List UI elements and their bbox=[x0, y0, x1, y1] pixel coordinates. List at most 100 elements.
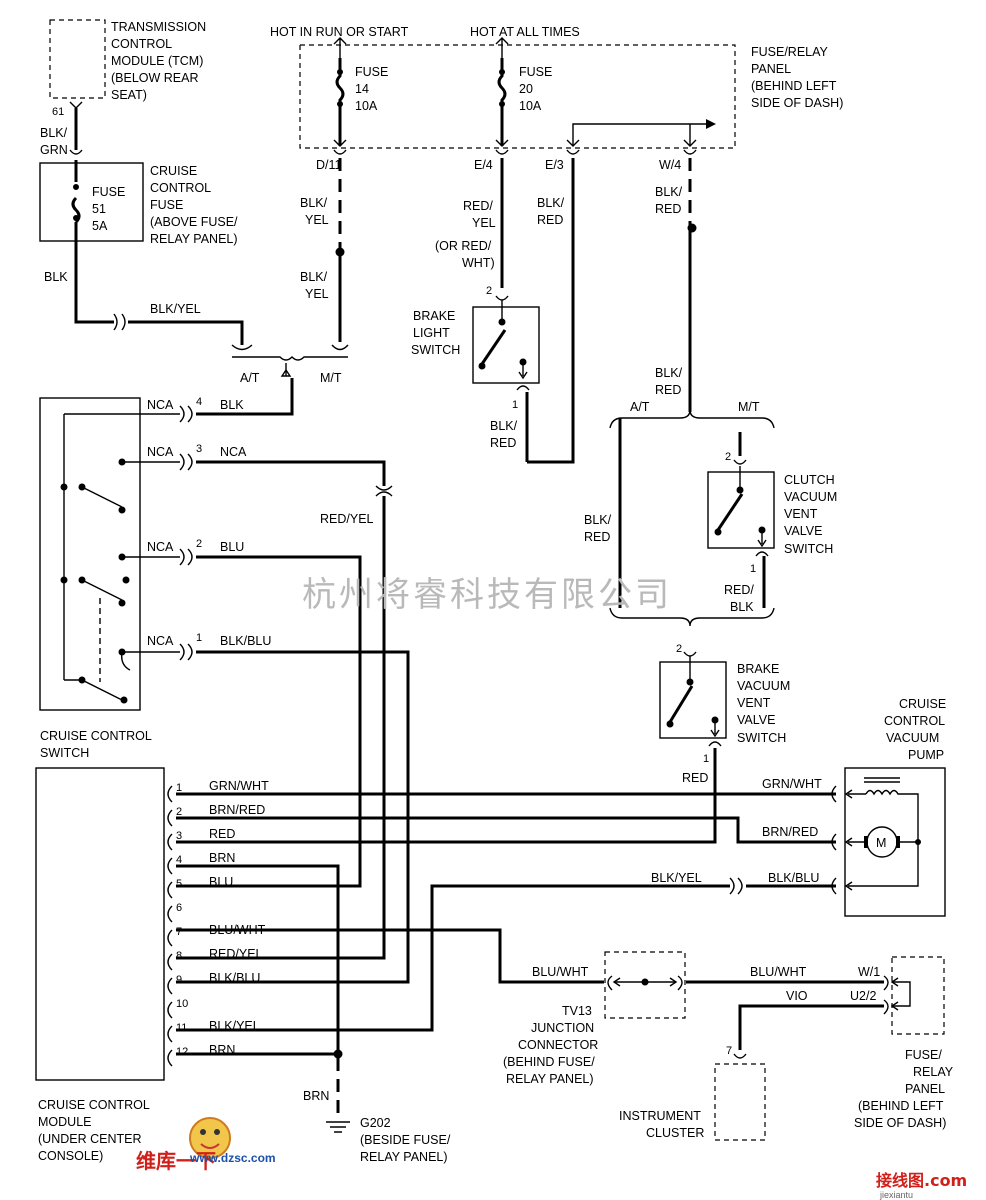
svg-text:BRN/RED: BRN/RED bbox=[762, 825, 818, 839]
svg-text:RED: RED bbox=[682, 771, 708, 785]
module-pin-connector bbox=[167, 929, 173, 947]
module-pin-number: 5 bbox=[176, 878, 182, 890]
svg-text:VACUUM: VACUUM bbox=[784, 490, 837, 504]
svg-text:SIDE OF DASH): SIDE OF DASH) bbox=[854, 1116, 946, 1130]
svg-text:VALVE: VALVE bbox=[737, 713, 775, 727]
svg-text:RED/: RED/ bbox=[724, 583, 754, 597]
svg-text:GRN/WHT: GRN/WHT bbox=[762, 777, 822, 791]
module-pin-connector bbox=[167, 953, 173, 971]
svg-text:2: 2 bbox=[196, 538, 202, 550]
module-pin-number: 9 bbox=[176, 974, 182, 986]
dzsc-logo: 维库一下 www.dzsc.com bbox=[136, 1117, 276, 1173]
clutch-vacuum-vent-valve-switch: CLUTCH VACUUM VENT VALVE SWITCH bbox=[707, 466, 837, 556]
svg-text:(BEHIND LEFT: (BEHIND LEFT bbox=[858, 1099, 944, 1113]
svg-text:SEAT): SEAT) bbox=[111, 88, 147, 102]
svg-text:VENT: VENT bbox=[737, 696, 771, 710]
svg-text:RED: RED bbox=[655, 383, 681, 397]
svg-text:NCA: NCA bbox=[147, 634, 174, 648]
cruise-control-module: CRUISE CONTROL MODULE (UNDER CENTER CONS… bbox=[35, 767, 165, 1163]
svg-text:BLK/: BLK/ bbox=[655, 185, 683, 199]
svg-text:MODULE (TCM): MODULE (TCM) bbox=[111, 54, 203, 68]
svg-text:BLK/YEL: BLK/YEL bbox=[150, 302, 201, 316]
brake-vacuum-vent-valve-switch: BRAKE VACUUM VENT VALVE SWITCH bbox=[659, 656, 790, 745]
cruise-control-fuse: FUSE 51 5A CRUISE CONTROL FUSE (ABOVE FU… bbox=[39, 160, 238, 246]
svg-text:2: 2 bbox=[676, 643, 682, 655]
svg-text:20: 20 bbox=[519, 82, 533, 96]
svg-text:10A: 10A bbox=[519, 99, 542, 113]
brake-light-switch: BRAKE LIGHT SWITCH bbox=[411, 300, 540, 384]
svg-text:CONSOLE): CONSOLE) bbox=[38, 1149, 103, 1163]
module-pin-number: 7 bbox=[176, 926, 182, 938]
module-pin-number: 2 bbox=[176, 806, 182, 818]
svg-text:CONTROL: CONTROL bbox=[884, 714, 945, 728]
svg-text:D/11: D/11 bbox=[316, 158, 342, 172]
svg-text:JUNCTION: JUNCTION bbox=[531, 1021, 594, 1035]
svg-text:RELAY PANEL): RELAY PANEL) bbox=[360, 1150, 448, 1164]
svg-text:1: 1 bbox=[512, 399, 518, 411]
switch-connector-labels: NCA 4 BLK NCA 3 NCA NCA 2 BLU NCA 1 BLK/… bbox=[147, 396, 271, 648]
svg-text:BLU: BLU bbox=[220, 540, 244, 554]
svg-text:M/T: M/T bbox=[738, 400, 760, 414]
svg-text:G202: G202 bbox=[360, 1116, 391, 1130]
fuse-relay-panel-2: W/1 U2/2 FUSE/ RELAY PANEL (BEHIND LEFT … bbox=[850, 956, 954, 1130]
svg-text:BLK/: BLK/ bbox=[490, 419, 518, 433]
module-pin-connector bbox=[167, 881, 173, 899]
module-pin-wire-color: GRN/WHT bbox=[209, 779, 269, 793]
svg-text:NCA: NCA bbox=[147, 445, 174, 459]
svg-text:SWITCH: SWITCH bbox=[737, 731, 786, 745]
svg-text:FUSE/: FUSE/ bbox=[905, 1048, 942, 1062]
svg-text:61: 61 bbox=[52, 106, 64, 118]
svg-text:VACUUM: VACUUM bbox=[886, 731, 939, 745]
ground-g202: G202 (BESIDE FUSE/ RELAY PANEL) bbox=[326, 1116, 451, 1164]
svg-text:NCA: NCA bbox=[220, 445, 247, 459]
svg-text:FUSE: FUSE bbox=[355, 65, 388, 79]
svg-text:2: 2 bbox=[725, 451, 731, 463]
svg-text:VIO: VIO bbox=[786, 989, 808, 1003]
svg-text:51: 51 bbox=[92, 202, 106, 216]
svg-text:BLK/: BLK/ bbox=[584, 513, 612, 527]
svg-text:CRUISE: CRUISE bbox=[899, 697, 946, 711]
svg-text:W/1: W/1 bbox=[858, 965, 880, 979]
svg-text:BLK: BLK bbox=[730, 600, 754, 614]
module-pin-number: 12 bbox=[176, 1046, 188, 1058]
svg-text:3: 3 bbox=[196, 443, 202, 455]
svg-text:CONTROL: CONTROL bbox=[150, 181, 211, 195]
svg-text:VACUUM: VACUUM bbox=[737, 679, 790, 693]
svg-text:NCA: NCA bbox=[147, 540, 174, 554]
svg-text:FUSE/RELAY: FUSE/RELAY bbox=[751, 45, 829, 59]
module-pin-number: 1 bbox=[176, 782, 182, 794]
svg-text:HOT AT ALL TIMES: HOT AT ALL TIMES bbox=[470, 25, 580, 39]
svg-text:1: 1 bbox=[703, 753, 709, 765]
module-pin-connector bbox=[167, 809, 173, 827]
svg-text:CRUISE: CRUISE bbox=[150, 164, 197, 178]
svg-text:RED: RED bbox=[584, 530, 610, 544]
fuse-20: FUSE 20 10A bbox=[495, 58, 552, 147]
module-pin-connector bbox=[167, 785, 173, 803]
svg-text:BLK/: BLK/ bbox=[40, 126, 68, 140]
module-pin-wire-color: BLK/BLU bbox=[209, 971, 260, 985]
svg-text:PANEL: PANEL bbox=[905, 1082, 945, 1096]
svg-text:HOT IN RUN OR START: HOT IN RUN OR START bbox=[270, 25, 409, 39]
jiexiantu-logo: 接线图.com jiexiantu bbox=[876, 1171, 967, 1200]
svg-text:SWITCH: SWITCH bbox=[784, 542, 833, 556]
svg-text:WHT): WHT) bbox=[462, 256, 495, 270]
svg-text:RED/: RED/ bbox=[463, 199, 493, 213]
module-pin-wire-color: RED bbox=[209, 827, 235, 841]
module-pin-connector bbox=[167, 905, 173, 923]
svg-text:SIDE OF DASH): SIDE OF DASH) bbox=[751, 96, 843, 110]
cruise-control-switch: CRUISE CONTROL SWITCH bbox=[39, 397, 180, 760]
svg-text:BLK/YEL: BLK/YEL bbox=[651, 871, 702, 885]
svg-text:1: 1 bbox=[196, 632, 202, 644]
svg-text:接线图.com: 接线图.com bbox=[876, 1171, 967, 1190]
svg-text:RED: RED bbox=[537, 213, 563, 227]
svg-text:NCA: NCA bbox=[147, 398, 174, 412]
svg-text:BLK: BLK bbox=[44, 270, 68, 284]
svg-text:A/T: A/T bbox=[240, 371, 260, 385]
module-pin-connector bbox=[167, 833, 173, 851]
watermark: 杭州将睿科技有限公司 bbox=[302, 575, 672, 615]
module-pin-connector bbox=[167, 1049, 173, 1067]
svg-text:RELAY: RELAY bbox=[913, 1065, 954, 1079]
svg-text:5A: 5A bbox=[92, 219, 108, 233]
svg-text:10A: 10A bbox=[355, 99, 378, 113]
